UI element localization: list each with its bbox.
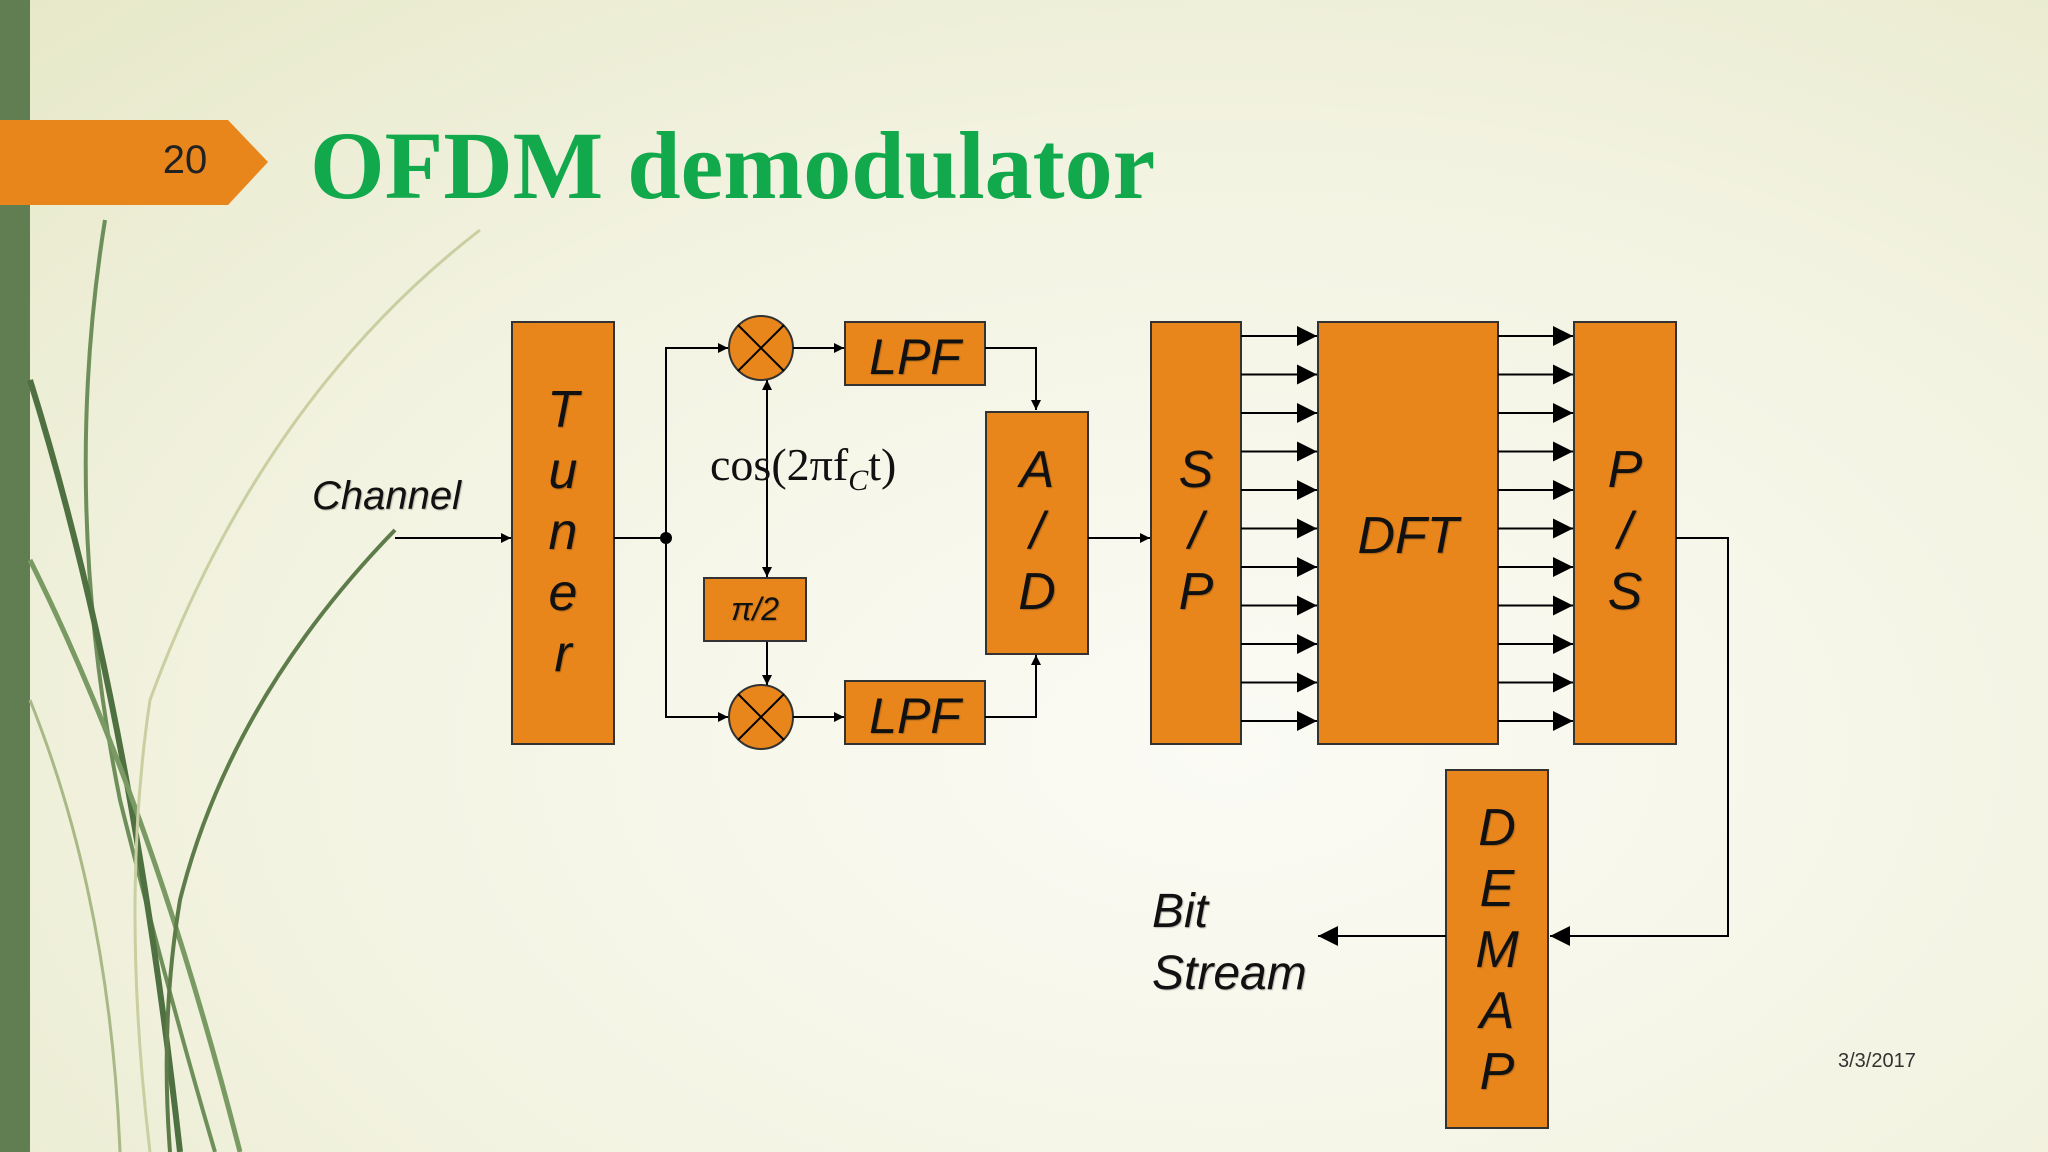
stacked-letter: A	[1479, 982, 1515, 1040]
tuner-block	[511, 321, 615, 745]
adc-block	[985, 411, 1089, 655]
lower-lpf-label: LPF	[869, 688, 961, 744]
carrier-label: cos(2πfCt)	[710, 438, 896, 498]
grass-blade	[83, 219, 217, 1152]
stacked-letter: P	[1178, 563, 1214, 621]
demap-block	[1445, 769, 1549, 1129]
grass-blade	[28, 699, 122, 1152]
stacked-letter: M	[1475, 921, 1519, 979]
stacked-letter: T	[547, 381, 579, 439]
stacked-letter: D	[1018, 563, 1056, 621]
grass-blade	[27, 558, 243, 1152]
stacked-letter: S	[1607, 563, 1643, 621]
dft-block	[1317, 321, 1499, 745]
sp-block	[1150, 321, 1242, 745]
upper-lpf-to-adc-arrow	[985, 347, 1041, 410]
grass-blade	[164, 528, 397, 1152]
channel-label: Channel	[312, 474, 462, 518]
sp-label: S/P	[1151, 440, 1241, 623]
lower-branch-arrow	[665, 538, 728, 722]
upper-lpf-block	[844, 321, 986, 386]
stacked-letter: /	[1617, 502, 1633, 560]
slide-number: 20	[162, 138, 208, 182]
ps-block	[1573, 321, 1677, 745]
ps-letters: P/S	[1574, 440, 1676, 623]
upper-mixer	[728, 315, 794, 381]
sp-to-dft-arrows	[1241, 326, 1317, 731]
carrier-label-subscript: C	[848, 464, 869, 498]
ps-to-demap-arrow	[1550, 537, 1729, 946]
lower-mixer	[728, 684, 794, 750]
adc-letters: A/D	[986, 440, 1088, 623]
grass-blade	[133, 228, 481, 1152]
stacked-letter: /	[1188, 502, 1204, 560]
slide-date: 3/3/2017	[1838, 1050, 1916, 1072]
upper-branch-arrow	[665, 343, 728, 538]
bitstream-label-line1: Bit	[1152, 885, 1209, 938]
stacked-letter: D	[1478, 799, 1516, 857]
stacked-letter: e	[548, 564, 578, 622]
dft-to-ps-arrows	[1498, 326, 1573, 731]
stacked-letter: /	[1029, 502, 1045, 560]
dft-label: DFT	[1357, 507, 1459, 565]
upper-lpf-label: LPF	[869, 329, 961, 385]
stacked-letter: A	[1019, 441, 1055, 499]
phase-shift-label: π/2	[730, 591, 780, 627]
phase-shift-block	[703, 577, 807, 642]
lower-lpf-to-adc-arrow	[985, 655, 1041, 718]
stacked-letter: S	[1178, 441, 1214, 499]
stacked-letter: E	[1479, 860, 1515, 918]
stacked-letter: P	[1607, 441, 1643, 499]
stacked-letter: r	[554, 625, 572, 683]
bitstream-label-line2: Stream	[1152, 947, 1307, 1000]
stacked-letter: P	[1479, 1043, 1515, 1101]
carrier-label-suffix: t)	[868, 439, 897, 490]
carrier-label-main: cos(2πf	[710, 439, 849, 490]
adc-label: A/D	[986, 440, 1088, 623]
slide-number-tab	[0, 120, 268, 205]
stacked-letter: n	[548, 503, 578, 561]
sp-letters: S/P	[1151, 440, 1241, 623]
stacked-letter: u	[548, 442, 578, 500]
lower-lpf-block	[844, 680, 986, 745]
page-title: OFDM demodulator	[310, 112, 1156, 219]
ps-label: P/S	[1574, 440, 1676, 623]
grass-blade	[27, 379, 183, 1152]
